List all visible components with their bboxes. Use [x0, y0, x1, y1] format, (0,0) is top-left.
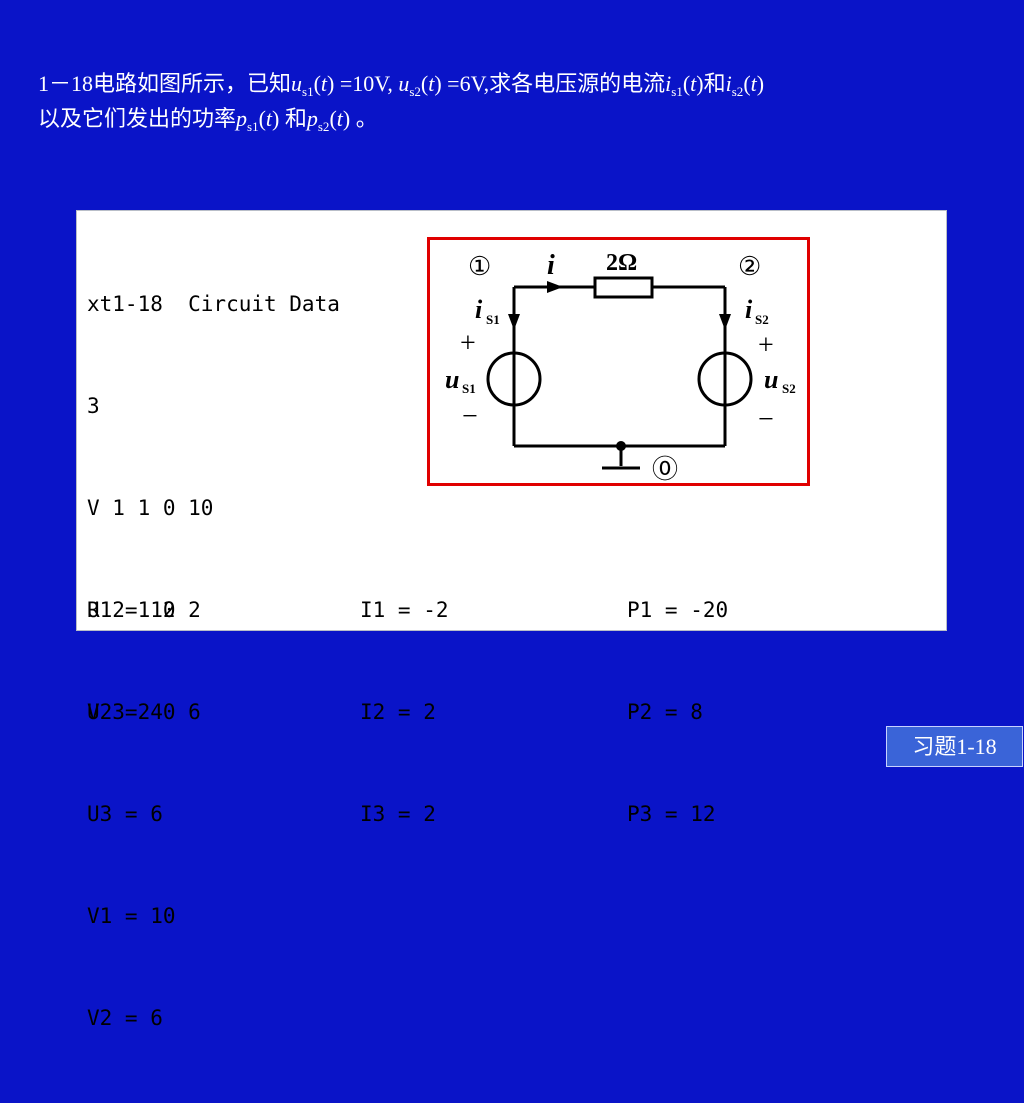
is2-label: i	[745, 295, 753, 324]
problem-line-2: 以及它们发出的功率ps1(t) 和ps2(t) 。	[38, 106, 378, 134]
voltage-column: U1 = 10 U2 = 4 U3 = 6	[87, 525, 176, 899]
is1-label: i	[475, 295, 483, 324]
resistor-body	[593, 276, 654, 299]
exercise-badge: 习题1-18	[886, 726, 1023, 767]
arrow-i	[547, 281, 563, 293]
voltage-value: U2 = 4	[87, 700, 163, 724]
data-line: 3	[87, 394, 100, 418]
node-1-label: ①	[468, 252, 491, 281]
junction-dot	[616, 441, 626, 451]
us1-plus: +	[460, 328, 476, 359]
data-line: V 3 2 0 6	[87, 700, 201, 724]
voltage-value: U3 = 6	[87, 802, 163, 826]
us2-plus: +	[758, 330, 774, 361]
current-value: I3 = 2	[360, 802, 436, 826]
data-line: V1 = 10	[87, 904, 176, 928]
arrow-is1	[508, 314, 520, 330]
current-i-label: i	[547, 250, 555, 281]
is2-subscript: S2	[755, 312, 769, 327]
node-0-label: ⓪	[652, 455, 678, 483]
problem-statement: 1－18电路如图所示，已知us1(t) =10V, us2(t) =6V,求各电…	[38, 66, 998, 136]
power-column: P1 = -20 P2 = 8 P3 = 12	[627, 525, 728, 899]
node-2-label: ②	[738, 252, 761, 281]
data-line: V2 = 6	[87, 1006, 163, 1030]
data-line: xt1-18 Circuit Data	[87, 292, 340, 316]
circuit-diagram: ① ② ⓪ i 2Ω i S1 i S2 + + u S1 u S2 − −	[427, 237, 810, 486]
power-value: P2 = 8	[627, 700, 703, 724]
circuit-schematic: ① ② ⓪ i 2Ω i S1 i S2 + + u S1 u S2 − −	[445, 250, 796, 483]
us1-minus: −	[462, 401, 478, 432]
current-value: I2 = 2	[360, 700, 436, 724]
resistor-label: 2Ω	[606, 250, 637, 276]
data-line: V 1 1 0 10	[87, 496, 214, 520]
current-column: I1 = -2 I2 = 2 I3 = 2	[360, 525, 449, 899]
power-value: P3 = 12	[627, 802, 716, 826]
us1-label: u	[445, 365, 459, 394]
voltage-value: U1 = 10	[87, 598, 176, 622]
arrow-is2	[719, 314, 731, 330]
data-line: R 2 1 2 2	[87, 598, 201, 622]
problem-line-1: 1－18电路如图所示，已知us1(t) =10V, us2(t) =6V,求各电…	[38, 71, 765, 99]
is1-subscript: S1	[486, 312, 500, 327]
us2-subscript: S2	[782, 381, 796, 396]
power-value: P1 = -20	[627, 598, 729, 622]
us2-label: u	[764, 365, 778, 394]
us2-minus: −	[758, 404, 774, 435]
current-value: I1 = -2	[360, 598, 449, 622]
us1-subscript: S1	[462, 381, 476, 396]
